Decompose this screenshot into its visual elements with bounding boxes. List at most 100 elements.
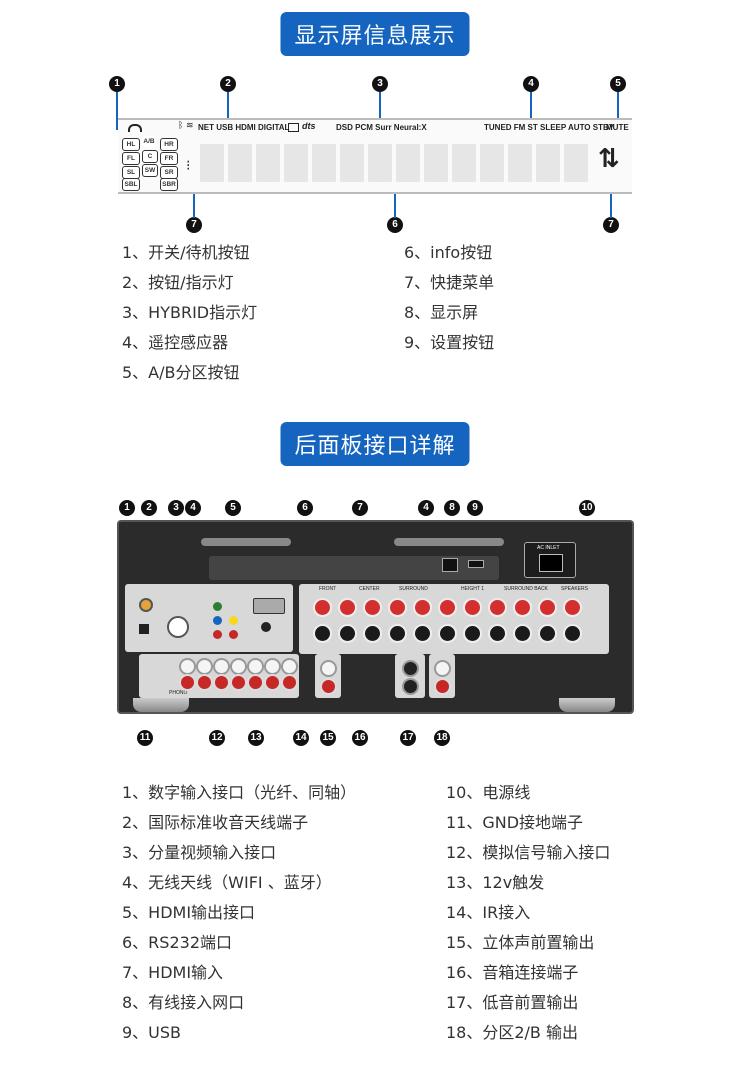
speaker-post-positive	[463, 598, 482, 617]
dot-matrix-display	[200, 140, 596, 186]
callout-3: 3	[372, 76, 388, 92]
display-status-indicators: TUNED FM ST SLEEP AUTO STBY	[484, 123, 615, 132]
speaker-indicator-c: C	[142, 150, 158, 163]
legend-item: 14、IR接入	[446, 903, 531, 922]
callout-1: 1	[109, 76, 125, 92]
speaker-post-positive	[438, 598, 457, 617]
legend-item: 9、设置按钮	[404, 333, 495, 352]
callout-13: 13	[248, 730, 264, 746]
leader-line	[227, 92, 229, 120]
callout-2: 2	[220, 76, 236, 92]
speaker-post-negative	[338, 624, 357, 643]
callout-5: 5	[610, 76, 626, 92]
speaker-post-positive	[538, 598, 557, 617]
rca-jack-left	[213, 658, 230, 675]
speaker-post-positive	[488, 598, 507, 617]
callout-5: 5	[225, 500, 241, 516]
callout-1: 1	[119, 500, 135, 516]
display-character-cell	[312, 144, 336, 182]
speaker-indicator-sw: SW	[142, 164, 158, 177]
rca-jack-right	[264, 674, 281, 691]
speaker-post-negative	[488, 624, 507, 643]
display-character-cell	[368, 144, 392, 182]
speaker-post-positive	[313, 598, 332, 617]
display-character-cell	[536, 144, 560, 182]
display-character-cell	[480, 144, 504, 182]
callout-4b: 4	[418, 500, 434, 516]
rca-jack-right	[230, 674, 247, 691]
speaker-indicator-ab: A/B	[142, 136, 156, 147]
rca-jack-left	[264, 658, 281, 675]
front-display-panel: HL A/B HR FL C FR SL SW SR SBL SBR ᛒ ≋ N…	[118, 118, 632, 194]
label-center: CENTER	[359, 586, 380, 592]
rear-panel-chassis: AC INLET FRONT CENTER SURROUND HEIGHT 1 …	[117, 520, 634, 714]
legend-item: 12、模拟信号输入接口	[446, 843, 611, 862]
leader-line	[610, 178, 612, 218]
display-format-indicators: DSD PCM Surr Neural:X	[336, 123, 427, 132]
label-surround-back: SURROUND BACK	[504, 586, 548, 592]
analog-inputs: PHONO	[139, 654, 299, 698]
display-character-cell	[452, 144, 476, 182]
display-character-cell	[564, 144, 588, 182]
legend-item: 6、RS232端口	[122, 933, 232, 952]
label-speakers: SPEAKERS	[561, 586, 588, 592]
leader-line	[394, 178, 396, 218]
ac-inlet: AC INLET	[524, 542, 576, 578]
legend-item: 13、12v触发	[446, 873, 545, 892]
speaker-indicator-fl: FL	[122, 152, 140, 165]
speaker-post-negative	[563, 624, 582, 643]
display-mute-indicator: MUTE	[606, 123, 629, 132]
preout-front	[315, 654, 341, 698]
leader-line	[193, 178, 195, 218]
speaker-terminal-block: FRONT CENTER SURROUND HEIGHT 1 SURROUND …	[299, 584, 609, 654]
rca-jack-right	[281, 674, 298, 691]
callout-16: 16	[352, 730, 368, 746]
legend-item: 8、有线接入网口	[122, 993, 245, 1012]
rca-jack-left	[196, 658, 213, 675]
callout-11: 11	[137, 730, 153, 746]
legend-item: 11、GND接地端子	[446, 813, 584, 832]
callout-15: 15	[320, 730, 336, 746]
usb-port	[468, 560, 484, 568]
display-input-indicators: NET USB HDMI DIGITAL	[198, 123, 290, 132]
rca-jack-left	[179, 658, 196, 675]
legend-item: 9、USB	[122, 1023, 182, 1042]
speaker-indicator-fr: FR	[160, 152, 178, 165]
rca-jack-right	[247, 674, 264, 691]
legend-item: 5、A/B分区按钮	[122, 363, 240, 382]
speaker-post-positive	[513, 598, 532, 617]
legend-item: 16、音箱连接端子	[446, 963, 579, 982]
foot-left	[133, 698, 189, 712]
speaker-indicator-hr: HR	[160, 138, 178, 151]
callout-2: 2	[141, 500, 157, 516]
legend-item: 17、低音前置输出	[446, 993, 579, 1012]
speaker-post-negative	[413, 624, 432, 643]
speaker-indicator-hl: HL	[122, 138, 140, 151]
speaker-post-negative	[363, 624, 382, 643]
legend-item: 7、快捷菜单	[404, 273, 495, 292]
rca-jack-right	[179, 674, 196, 691]
legend-item: 5、HDMI输出接口	[122, 903, 256, 922]
dolby-icon	[288, 123, 299, 132]
speaker-post-positive	[388, 598, 407, 617]
wifi-icon: ≋	[186, 121, 194, 131]
ethernet-port	[442, 558, 458, 572]
callout-4: 4	[523, 76, 539, 92]
display-character-cell	[424, 144, 448, 182]
rca-jack-right	[196, 674, 213, 691]
arrow-left-icon: ⁝	[186, 158, 191, 174]
display-legend-left: 1、开关/待机按钮 2、按钮/指示灯 3、HYBRID指示灯 4、遥控感应器 5…	[122, 238, 257, 388]
legend-item: 4、无线天线（WIFI 、蓝牙）	[122, 873, 332, 892]
speaker-post-positive	[363, 598, 382, 617]
leader-line	[116, 92, 118, 130]
leader-line	[379, 92, 381, 120]
section-title-rear-panel: 后面板接口详解	[280, 422, 470, 466]
digital-component-io	[125, 584, 293, 652]
label-front: FRONT	[319, 586, 337, 592]
wireless-antenna-right	[394, 538, 504, 546]
callout-10: 10	[579, 500, 595, 516]
label-height: HEIGHT 1	[461, 586, 484, 592]
rca-jack-left	[230, 658, 247, 675]
bluetooth-icon: ᛒ	[178, 121, 184, 131]
legend-item: 1、开关/待机按钮	[122, 243, 250, 262]
